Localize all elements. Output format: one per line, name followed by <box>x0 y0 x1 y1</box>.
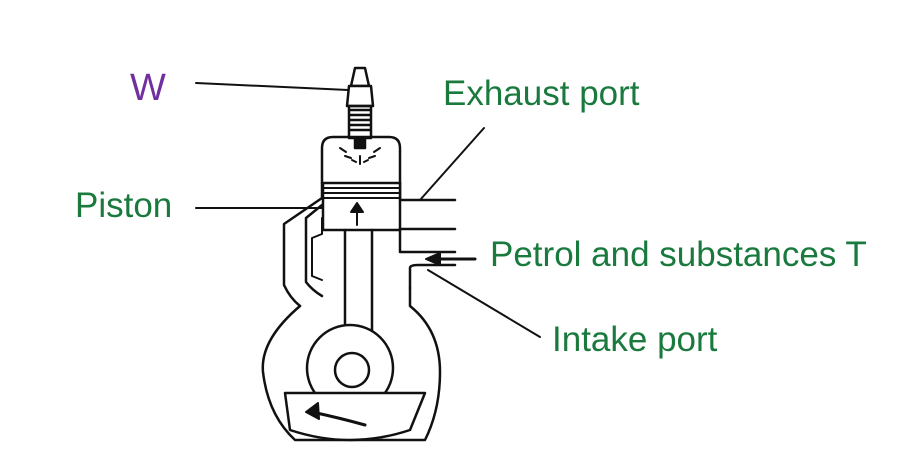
leader-exhaust <box>419 127 485 201</box>
piston <box>321 181 402 232</box>
rotation-arrow-icon <box>305 402 367 427</box>
spark-plug <box>345 66 375 150</box>
leader-intake <box>427 269 541 338</box>
intake-port <box>398 227 457 290</box>
flywheel-sector <box>283 391 427 442</box>
leader-w <box>195 82 349 91</box>
cylinder-head <box>320 135 402 185</box>
crank-pin <box>333 351 371 389</box>
label-exhaust-port: Exhaust port <box>443 74 640 113</box>
label-intake-port: Intake port <box>552 320 718 359</box>
inflow-arrow-icon <box>425 252 477 266</box>
label-w: W <box>130 67 166 109</box>
spark-rays <box>339 147 381 165</box>
cylinder-wall-left <box>282 181 324 308</box>
exhaust-port <box>398 198 457 231</box>
piston-up-arrow-icon <box>350 202 364 226</box>
label-piston: Piston <box>75 186 173 225</box>
label-petrol: Petrol and substances T <box>490 235 867 274</box>
transfer-passage <box>304 203 324 298</box>
